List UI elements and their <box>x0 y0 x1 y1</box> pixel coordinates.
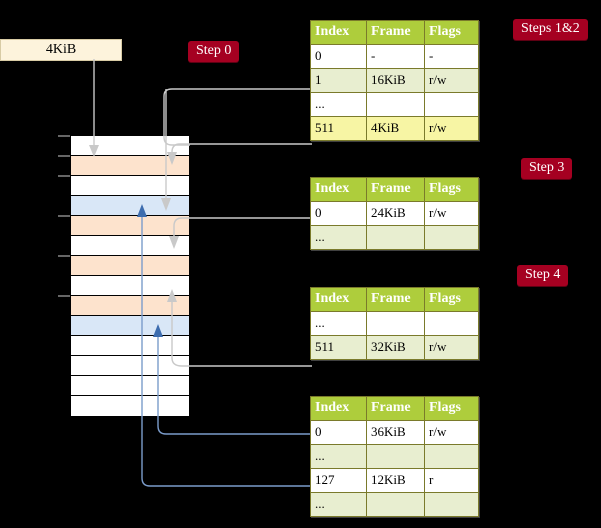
table-cell: ... <box>310 225 367 250</box>
memory-frame-row <box>71 156 189 176</box>
memory-frame-row <box>71 336 189 356</box>
table-cell: 24KiB <box>366 201 425 226</box>
column-header-frame: Frame <box>366 20 425 45</box>
column-header-index: Index <box>310 20 367 45</box>
steps-1-2-chip: Steps 1&2 <box>513 19 588 40</box>
table-cell: 0 <box>310 44 367 69</box>
table-cell: 32KiB <box>366 335 425 360</box>
memory-frame-row <box>71 196 189 216</box>
table-cell: ... <box>310 492 367 517</box>
table-cell: 511 <box>310 116 367 141</box>
column-header-flags: Flags <box>424 20 479 45</box>
physical-memory-column <box>70 135 190 416</box>
table-cell: 36KiB <box>366 420 425 445</box>
column-header-index: Index <box>310 177 367 202</box>
table-row: ... <box>310 311 479 336</box>
table-cell <box>366 492 425 517</box>
table-cell <box>424 92 479 117</box>
table-cell: - <box>366 44 425 69</box>
table-cell <box>424 444 479 469</box>
frame-tick-mark <box>58 295 70 297</box>
column-header-frame: Frame <box>366 287 425 312</box>
table-cell: ... <box>310 311 367 336</box>
frame-tick-mark <box>58 255 70 257</box>
table-cell: 12KiB <box>366 468 425 493</box>
frame-tick-mark <box>58 155 70 157</box>
table-cell: 0 <box>310 420 367 445</box>
table-cell: 4KiB <box>366 116 425 141</box>
column-header-flags: Flags <box>424 287 479 312</box>
table-cell: 0 <box>310 201 367 226</box>
table-row: ... <box>310 444 479 469</box>
column-header-index: Index <box>310 396 367 421</box>
table-cell <box>366 92 425 117</box>
column-header-flags: Flags <box>424 177 479 202</box>
table-cell: r <box>424 468 479 493</box>
table-cell: r/w <box>424 420 479 445</box>
table-row: ... <box>310 492 479 517</box>
step-0-chip: Step 0 <box>188 41 240 62</box>
column-header-flags: Flags <box>424 396 479 421</box>
table-cell: ... <box>310 92 367 117</box>
table-cell <box>424 492 479 517</box>
table-cell: r/w <box>424 201 479 226</box>
table-cell <box>366 311 425 336</box>
table-row: ... <box>310 92 479 117</box>
memory-frame-row <box>71 356 189 376</box>
table-row: 0-- <box>310 44 479 69</box>
table-cell: 1 <box>310 68 367 93</box>
table-cell: ... <box>310 444 367 469</box>
table-cell: 16KiB <box>366 68 425 93</box>
table-cell: r/w <box>424 116 479 141</box>
memory-frame-row <box>71 396 189 416</box>
memory-frame-row <box>71 216 189 236</box>
table-cell: - <box>424 44 479 69</box>
column-header-frame: Frame <box>366 177 425 202</box>
column-header-frame: Frame <box>366 396 425 421</box>
memory-frame-row <box>71 256 189 276</box>
column-header-index: Index <box>310 287 367 312</box>
memory-frame-row <box>71 296 189 316</box>
frame-tick-mark <box>58 175 70 177</box>
table-cell: r/w <box>424 335 479 360</box>
table-cell: 127 <box>310 468 367 493</box>
table-cell: 511 <box>310 335 367 360</box>
table-cell <box>424 225 479 250</box>
memory-frame-row <box>71 236 189 256</box>
table-cell <box>366 225 425 250</box>
memory-frame-row <box>71 136 189 156</box>
virtual-address-box: 4KiB <box>0 39 122 61</box>
step-4-chip: Step 4 <box>517 265 569 286</box>
memory-frame-row <box>71 376 189 396</box>
memory-frame-row <box>71 176 189 196</box>
frame-tick-mark <box>58 215 70 217</box>
memory-frame-row <box>71 276 189 296</box>
step-3-chip: Step 3 <box>521 158 573 179</box>
frame-tick-mark <box>58 135 70 137</box>
table-row: ... <box>310 225 479 250</box>
table-cell <box>424 311 479 336</box>
table-cell <box>366 444 425 469</box>
table-cell: r/w <box>424 68 479 93</box>
virtual-address-label: 4KiB <box>45 42 77 57</box>
